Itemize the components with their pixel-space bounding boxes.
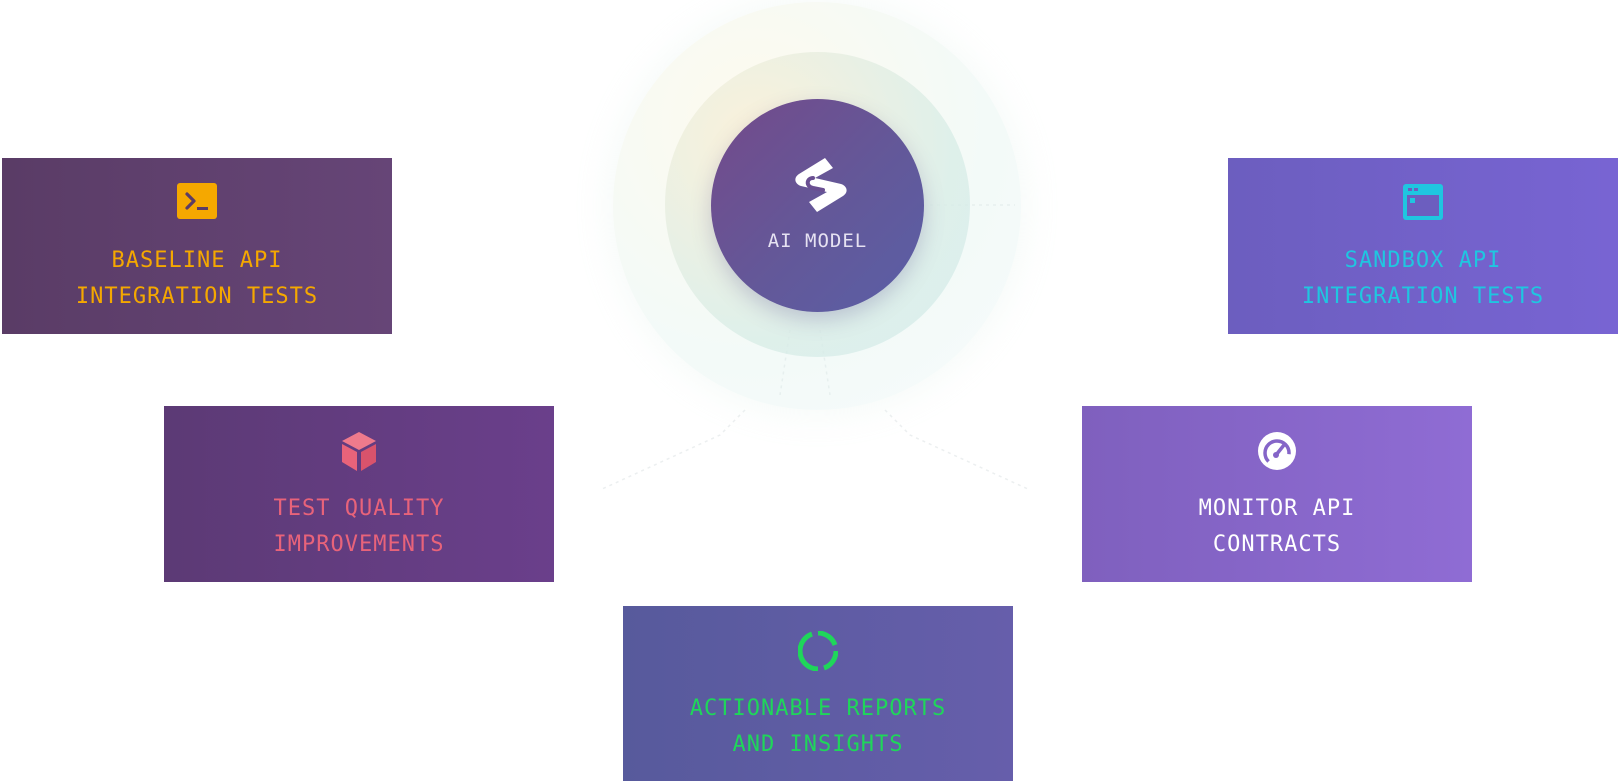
card-monitor-api-contracts: MONITOR API CONTRACTS — [1082, 406, 1472, 582]
card-test-quality-improvements: TEST QUALITY IMPROVEMENTS — [164, 406, 554, 582]
ai-model-hub: AI MODEL — [711, 99, 924, 312]
cube-icon — [342, 432, 376, 471]
card-title: TEST QUALITY IMPROVEMENTS — [273, 496, 445, 557]
card-title: SANDBOX API INTEGRATION TESTS — [1301, 248, 1545, 309]
donut-chart-icon — [798, 631, 838, 671]
terminal-icon — [177, 183, 217, 219]
hub-label: AI MODEL — [767, 229, 868, 252]
gauge-icon — [1258, 432, 1296, 470]
browser-window-icon — [1403, 184, 1443, 220]
card-title: MONITOR API CONTRACTS — [1198, 496, 1356, 557]
s-logo-icon — [794, 157, 847, 212]
card-title: ACTIONABLE REPORTS AND INSIGHTS — [689, 696, 947, 757]
card-actionable-reports-and-insights: ACTIONABLE REPORTS AND INSIGHTS — [623, 606, 1013, 781]
card-sandbox-api-integration-tests: SANDBOX API INTEGRATION TESTS — [1228, 158, 1618, 334]
card-title: BASELINE API INTEGRATION TESTS — [75, 248, 319, 309]
card-baseline-api-integration-tests: BASELINE API INTEGRATION TESTS — [2, 158, 392, 334]
